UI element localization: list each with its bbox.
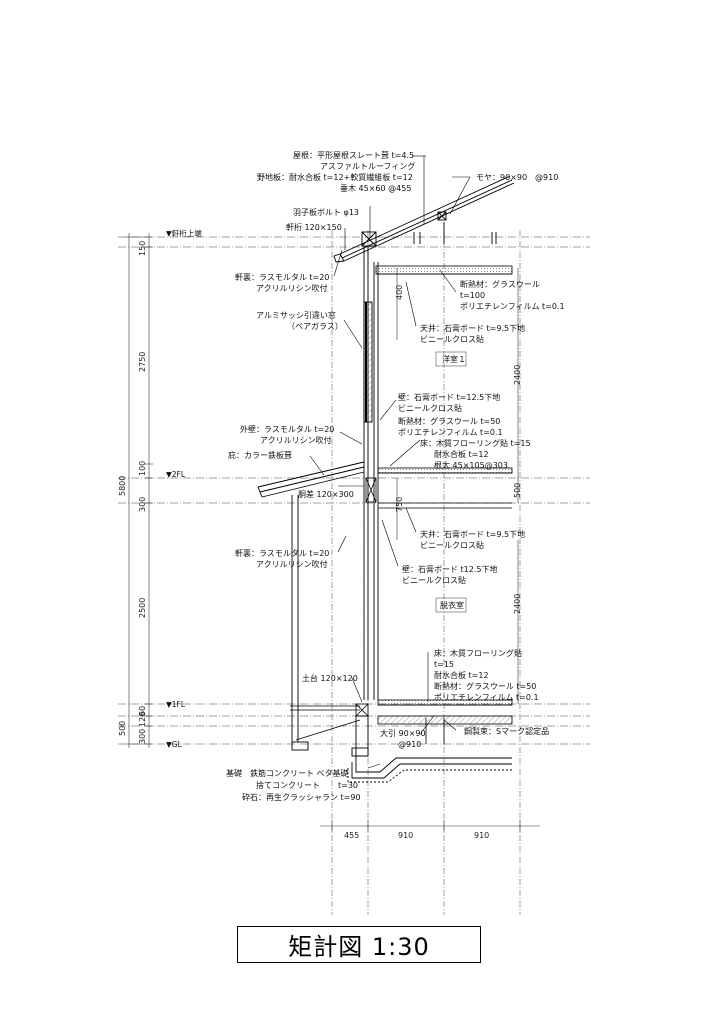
dim-500: 500: [118, 721, 127, 736]
note-joist: 根太 45×105@303: [434, 460, 508, 470]
title-box: 矩計図 1:30: [237, 926, 481, 963]
note-window: アルミサッシ引違い窓: [256, 310, 336, 320]
room-labels: 洋室１ 脱衣室: [435, 351, 467, 613]
upper-right-notes: 断熱材：グラスウール t=100 ポリエチレンフィルム t=0.1 天井：石膏ボ…: [398, 279, 565, 470]
note-soffit-upper-finish: アクリルリシン吹付: [256, 283, 328, 293]
dim-total: 5800: [118, 476, 127, 496]
note-wall-upper-cloth: ビニールクロス貼: [398, 403, 462, 413]
canopy: [257, 461, 365, 742]
note-post: 鋼製束：Sマーク認定品: [464, 726, 549, 736]
dim-910-a: 910: [398, 831, 413, 840]
note-floor-lower-film: ポリエチレンフィルム t=0.1: [434, 693, 539, 702]
leader-lines: [309, 155, 471, 769]
note-insulation: 断熱材：グラスウール: [460, 279, 540, 289]
note-ext-wall: 外壁：ラスモルタル t=20: [240, 424, 334, 434]
right-dimension-chain: [396, 268, 519, 704]
dim-910-b: 910: [474, 831, 489, 840]
dim-2400-lower: 2400: [513, 594, 522, 614]
note-girder: 大引 90×90: [380, 728, 426, 738]
note-soffit-lower: 軒裏：ラスモルタル t=20: [235, 548, 329, 558]
note-canopy: 庇：カラー鉄板葺: [228, 450, 292, 460]
note-floor-lower-ply: 耐水合板 t=12: [434, 670, 489, 680]
note-gravel: 砕石：再生クラッシャラン t=90: [242, 792, 361, 802]
level-gl: ▼GL: [166, 740, 183, 749]
note-film: ポリエチレンフィルム t=0.1: [460, 302, 565, 311]
note-ceiling-upper-cloth: ビニールクロス貼: [420, 334, 484, 344]
note-floor-upper-ply: 耐水合板 t=12: [434, 449, 489, 459]
exterior-wall: [363, 246, 379, 700]
left-dimension-chain: [125, 233, 153, 748]
note-eave-beam: 軒桁 120×150: [286, 222, 342, 232]
note-foundation: 基礎 鉄筋コンクリート ベタ基礎: [226, 768, 349, 778]
dim-60: 60: [138, 706, 147, 716]
note-rafter: 垂木 45×60 @455: [340, 183, 411, 193]
drawing-title: 矩計図 1:30: [288, 933, 430, 961]
foundation-notes: 基礎 鉄筋コンクリート ベタ基礎 捨てコンクリート t=30 砕石：再生クラッシ…: [226, 768, 361, 802]
foundation: [291, 715, 512, 783]
floor-1f: [290, 699, 513, 744]
level-labels: ▼軒桁上端 ▼2FL ▼1FL ▼GL: [166, 228, 202, 749]
note-sheathing: 野地板：耐水合板 t=12+軟質繊維板 t=12: [257, 172, 413, 182]
note-purlin: モヤ：90×90 @910: [476, 173, 558, 182]
level-2fl: ▼2FL: [166, 470, 186, 479]
horizontal-dimension-texts: 455 910 910: [344, 831, 489, 840]
floor-2f: [365, 467, 513, 509]
room-lower: 脱衣室: [440, 600, 464, 610]
note-ceiling-lower: 天井：石膏ボード t=9.5下地: [420, 529, 525, 539]
note-floor-lower-t: t=15: [434, 660, 454, 669]
note-ceiling-upper: 天井：石膏ボード t=9.5下地: [420, 323, 525, 333]
left-dimension-texts: 150 2750 100 300 2500 60 120 300 500 580…: [118, 241, 147, 744]
dim-100: 100: [138, 461, 147, 476]
note-floor-upper: 床：木質フローリング貼 t=15: [420, 438, 531, 448]
level-eaves: ▼軒桁上端: [166, 228, 202, 238]
room-upper: 洋室１: [442, 354, 466, 364]
note-lean: 捨てコンクリート: [256, 780, 320, 790]
level-1fl: ▼1FL: [166, 700, 186, 709]
note-floor-lower-ins: 断熱材：グラスウール t=50: [434, 681, 536, 691]
dim-750: 750: [395, 497, 404, 512]
dim-300b: 300: [138, 729, 147, 744]
dim-2400-upper: 2400: [513, 365, 522, 385]
dim-455: 455: [344, 831, 359, 840]
note-wall-film: ポリエチレンフィルム t=0.1: [398, 428, 503, 437]
note-beam: 胴差 120×300: [298, 489, 354, 499]
dim-150: 150: [138, 241, 147, 256]
dim-500-right: 500: [513, 483, 522, 498]
note-soffit-lower-finish: アクリルリシン吹付: [256, 559, 328, 569]
note-bolt: 羽子板ボルト φ13: [293, 207, 359, 217]
note-felt: アスファルトルーフィング: [320, 161, 415, 171]
dim-2750: 2750: [138, 352, 147, 372]
note-ext-wall-finish: アクリルリシン吹付: [260, 435, 332, 445]
right-dimension-texts: 400 2400 500 750 2400: [395, 285, 522, 614]
note-floor-lower: 床：木質フローリング貼: [434, 648, 522, 658]
note-wall-lower-cloth: ビニールクロス貼: [402, 575, 466, 585]
lower-notes: 天井：石膏ボード t=9.5下地 ビニールクロス貼 軒裏：ラスモルタル t=20…: [235, 529, 549, 749]
note-soffit-upper: 軒裏：ラスモルタル t=20: [235, 272, 329, 282]
note-ceiling-lower-cloth: ビニールクロス貼: [420, 540, 484, 550]
upper-left-notes: 軒裏：ラスモルタル t=20 アクリルリシン吹付 アルミサッシ引違い窓 （ペアガ…: [228, 272, 354, 499]
dim-400: 400: [395, 285, 404, 300]
roof-notes: 屋根：平形屋根スレート葺 t=4.5 アスファルトルーフィング 野地板：耐水合板…: [257, 150, 558, 232]
note-lean-t: t=30: [338, 781, 358, 790]
horizontal-dimension-chain: [320, 820, 540, 832]
roof: [333, 175, 515, 263]
ceiling-2f: [375, 265, 513, 275]
dim-300: 300: [138, 497, 147, 512]
note-wall-lower: 壁：石膏ボード t12.5下地: [402, 564, 498, 574]
note-glass: （ペアガラス）: [287, 321, 343, 331]
note-sill: 土台 120×120: [302, 673, 358, 683]
note-roof: 屋根：平形屋根スレート葺 t=4.5: [293, 150, 414, 160]
note-insulation-t: t=100: [460, 291, 485, 300]
dim-120: 120: [138, 712, 147, 727]
note-wall-upper: 壁：石膏ボード t=12.5下地: [398, 392, 500, 402]
dim-2500: 2500: [138, 598, 147, 618]
note-wall-insulation: 断熱材：グラスウール t=50: [398, 416, 500, 426]
note-girder-pitch: @910: [398, 740, 421, 749]
